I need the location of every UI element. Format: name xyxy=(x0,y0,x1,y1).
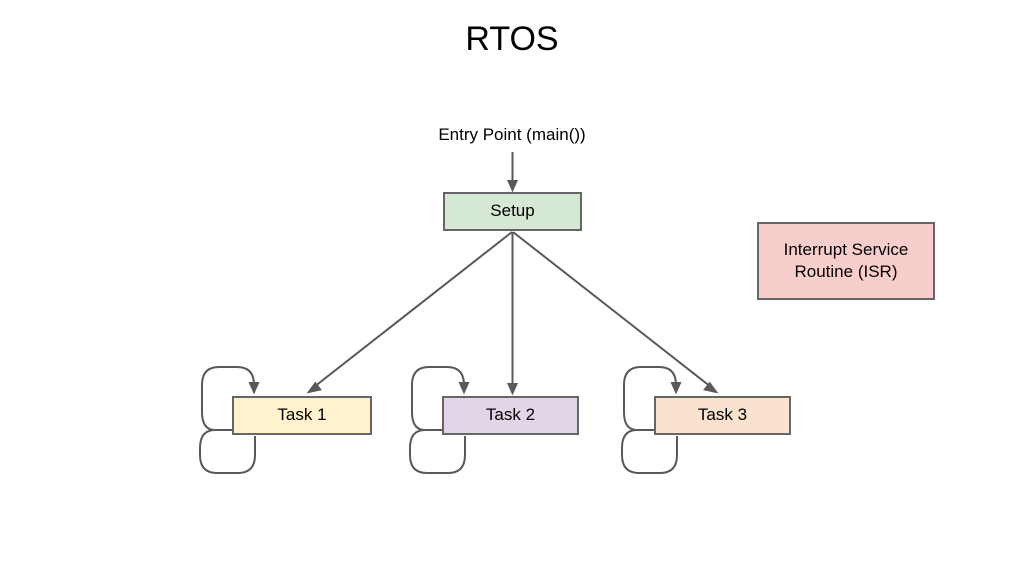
edge-setup-to-task3 xyxy=(512,231,719,394)
node-isr-label-line1: Interrupt Service xyxy=(783,239,909,259)
node-isr-label: Interrupt Service Routine (ISR) xyxy=(784,239,909,283)
node-setup[interactable]: Setup xyxy=(443,192,582,231)
node-task-3[interactable]: Task 3 xyxy=(654,396,791,435)
entry-point-label: Entry Point (main()) xyxy=(438,125,586,144)
node-task-2-label: Task 2 xyxy=(485,405,536,425)
edge-task2-self-loop xyxy=(409,366,470,474)
edge-setup-to-task1 xyxy=(306,231,513,394)
node-task-2[interactable]: Task 2 xyxy=(442,396,579,435)
node-task-1[interactable]: Task 1 xyxy=(232,396,372,435)
edge-setup-to-task2 xyxy=(507,232,518,396)
edge-task3-self-loop xyxy=(621,366,682,474)
edge-task1-self-loop xyxy=(199,366,260,474)
page-title: RTOS xyxy=(465,20,559,58)
edge-entry-to-setup xyxy=(507,152,518,193)
node-task-1-label: Task 1 xyxy=(277,405,327,425)
node-isr-label-line2: Routine (ISR) xyxy=(794,262,898,281)
node-interrupt-service-routine[interactable]: Interrupt Service Routine (ISR) xyxy=(757,222,935,300)
node-task-3-label: Task 3 xyxy=(697,405,748,425)
node-setup-label: Setup xyxy=(490,201,535,221)
